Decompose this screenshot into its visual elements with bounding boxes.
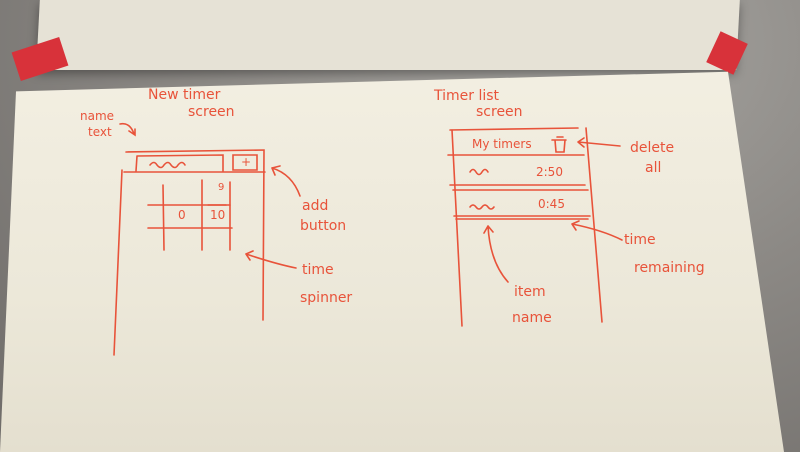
delete-all-arrow	[577, 137, 621, 148]
delete-all-label-line2: all	[645, 160, 662, 176]
left-phone-left-edge	[113, 169, 123, 356]
delete-all-label-line1: delete	[630, 140, 675, 156]
add-button-glyph: +	[241, 155, 252, 169]
left-phone-frame	[125, 149, 265, 321]
timer-item-2-time: 0:45	[538, 197, 565, 211]
notebook-page	[0, 71, 784, 452]
right-phone-frame-left	[451, 129, 463, 327]
item-name-arrow	[483, 225, 509, 283]
item2-name-squiggle	[469, 204, 495, 210]
trash-icon	[551, 136, 567, 153]
right-phone-top	[449, 127, 579, 131]
left-name-textbox	[135, 154, 224, 172]
name-text-arrow	[119, 122, 136, 137]
item-name-label-line1: item	[514, 284, 546, 300]
right-phone-frame-right	[585, 127, 603, 323]
item-name-label-line2: name	[512, 310, 552, 326]
right-title-line1: Timer list	[434, 88, 500, 104]
left-title-line2: screen	[188, 104, 235, 120]
left-add-button-box	[232, 154, 258, 171]
name-text-squiggle	[149, 161, 186, 169]
add-button-arrow	[271, 165, 301, 197]
timer-item-1-time: 2:50	[536, 165, 563, 179]
time-remaining-label-line2: remaining	[634, 260, 705, 276]
time-remaining-label-line1: time	[624, 232, 656, 248]
time-spinner-label-line2: spinner	[300, 290, 353, 306]
name-text-label-line2: text	[88, 125, 112, 139]
time-spinner-arrow	[245, 250, 297, 269]
add-button-label-line2: button	[300, 218, 347, 234]
add-button-label-line1: add	[302, 198, 329, 214]
spinner-hours-value: 0	[178, 208, 186, 222]
timer-list-header-title: My timers	[472, 137, 532, 151]
left-title-line1: New timer	[148, 87, 221, 103]
spinner-minutes-value: 10	[210, 208, 226, 222]
time-spinner-label-line1: time	[302, 262, 334, 278]
spinner-above-value: 9	[218, 182, 225, 193]
name-text-label-line1: name	[80, 109, 115, 123]
item1-name-squiggle	[469, 168, 489, 176]
right-title-line2: screen	[476, 104, 523, 120]
time-remaining-arrow	[571, 220, 623, 241]
spinner-column-line-1	[162, 184, 165, 251]
